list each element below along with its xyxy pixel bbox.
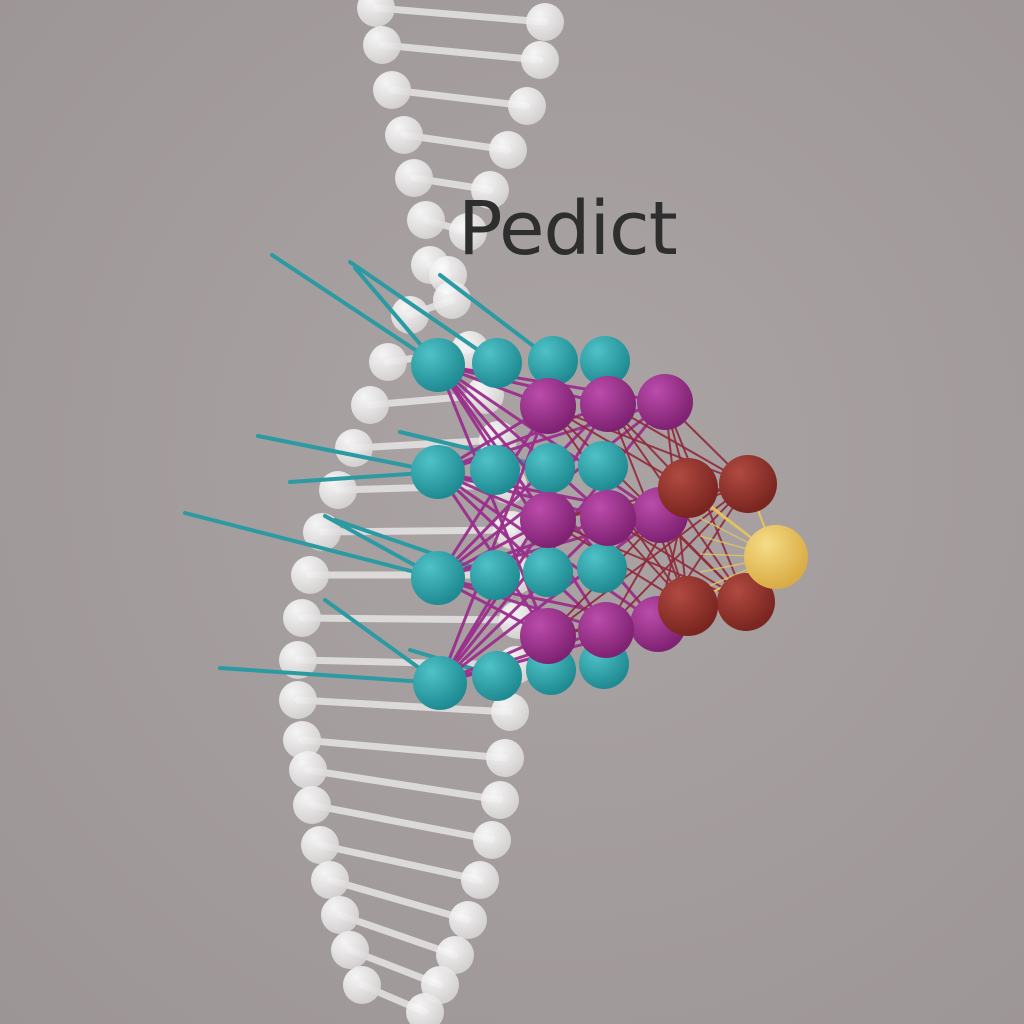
input-spike — [183, 511, 440, 580]
dna-rung — [294, 696, 514, 716]
dna-base — [321, 896, 359, 934]
input-node — [472, 651, 522, 701]
dna-base — [351, 386, 389, 424]
dna-base — [491, 693, 529, 731]
dna-base — [395, 159, 433, 197]
input-spike — [348, 260, 499, 365]
connection — [438, 519, 550, 684]
connection — [439, 513, 661, 685]
input-node — [411, 338, 465, 392]
hidden-node — [717, 573, 775, 631]
dna-base — [311, 861, 349, 899]
dna-base — [291, 556, 329, 594]
hidden-node — [520, 608, 576, 664]
input-node — [472, 338, 522, 388]
dna-rung — [388, 86, 531, 110]
input-node — [528, 336, 578, 386]
dna-base — [289, 751, 327, 789]
dna-base — [433, 281, 471, 319]
connection — [437, 363, 661, 517]
dna-base — [436, 936, 474, 974]
connection — [436, 363, 610, 520]
dna-rung — [304, 766, 504, 804]
dna-rung — [308, 801, 496, 844]
dna-base — [473, 821, 511, 859]
dna-rung — [336, 911, 459, 959]
dna-rung — [298, 736, 509, 762]
dna-base — [373, 71, 411, 109]
dna-base — [391, 296, 429, 334]
dna-base — [331, 931, 369, 969]
hidden-node — [637, 374, 693, 430]
input-node — [470, 550, 520, 600]
dna-base — [449, 901, 487, 939]
dna-base — [481, 781, 519, 819]
dna-base — [279, 641, 317, 679]
dna-base — [406, 993, 444, 1024]
hidden-node — [658, 458, 718, 518]
hidden-node — [658, 576, 718, 636]
dna-base — [303, 513, 341, 551]
dna-base — [283, 721, 321, 759]
output-node — [744, 525, 808, 589]
network-nodes — [411, 336, 808, 710]
connection — [437, 402, 609, 474]
dna-base — [526, 3, 564, 41]
dna-base — [521, 41, 559, 79]
input-node — [411, 445, 465, 499]
hidden-node — [580, 376, 636, 432]
dna-rung — [378, 41, 544, 64]
dna-rung — [326, 876, 472, 924]
input-node — [525, 443, 575, 493]
input-node — [470, 445, 520, 495]
input-node — [580, 336, 630, 386]
connection — [436, 364, 608, 631]
dna-base — [486, 739, 524, 777]
connection — [605, 483, 749, 631]
input-node — [578, 441, 628, 491]
connection — [438, 516, 610, 685]
input-node — [523, 547, 573, 597]
hidden-node — [578, 602, 634, 658]
input-node — [577, 543, 627, 593]
dna-base — [335, 429, 373, 467]
dna-rung — [316, 841, 484, 884]
input-node — [411, 551, 465, 605]
dna-base — [489, 131, 527, 169]
caption: Pedict — [458, 186, 678, 272]
hidden-node — [520, 492, 576, 548]
connection — [437, 363, 609, 406]
hidden-node — [580, 490, 636, 546]
dna-rung — [350, 436, 502, 452]
dna-base — [343, 966, 381, 1004]
dna-base — [407, 201, 445, 239]
dna-base — [449, 213, 487, 251]
dna-base — [508, 87, 546, 125]
connection — [436, 364, 550, 521]
dna-rung — [298, 614, 522, 624]
hidden-node — [719, 455, 777, 513]
input-spike — [270, 253, 440, 367]
input-spike — [218, 666, 442, 685]
dna-base — [279, 681, 317, 719]
connection — [436, 364, 550, 637]
dna-base — [471, 171, 509, 209]
dna-base — [357, 0, 395, 27]
dna-base — [461, 861, 499, 899]
input-spike — [256, 434, 440, 474]
input-node — [413, 656, 467, 710]
dna-base — [369, 343, 407, 381]
connection — [438, 405, 550, 684]
dna-base — [363, 26, 401, 64]
dna-base — [385, 116, 423, 154]
dna-base — [283, 599, 321, 637]
connection — [436, 402, 610, 580]
dna-rung — [372, 4, 549, 26]
hidden-node — [520, 378, 576, 434]
dna-base — [293, 786, 331, 824]
dna-base — [301, 826, 339, 864]
